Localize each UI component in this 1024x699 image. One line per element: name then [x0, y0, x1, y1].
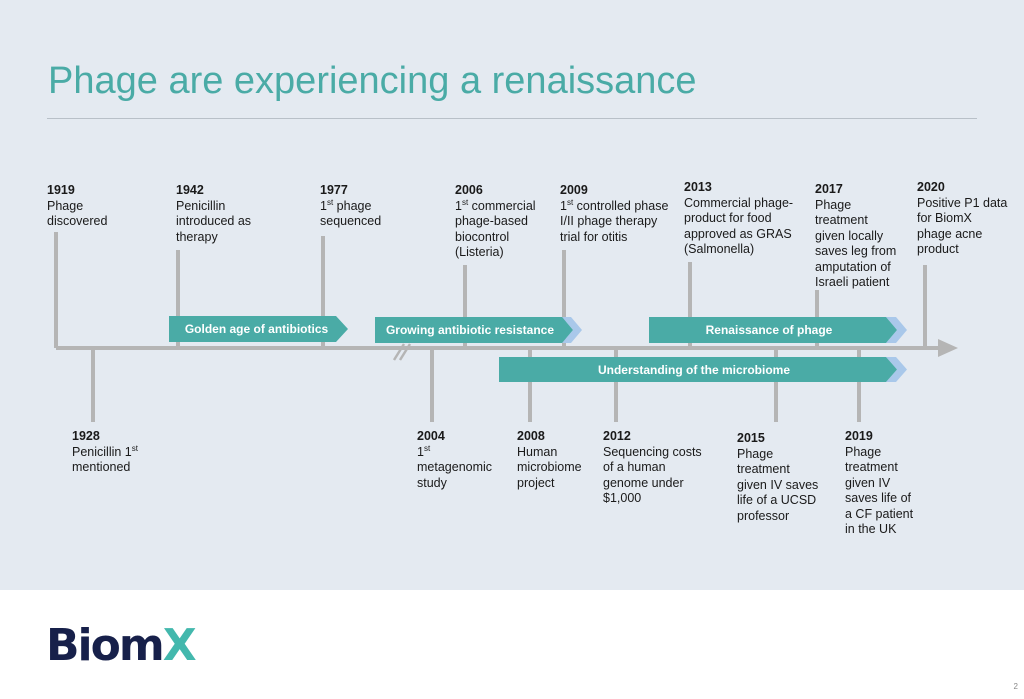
event-text-line: professor [737, 508, 790, 523]
timeline-lines [54, 232, 958, 422]
event-text-line: 1st controlled phase [560, 197, 669, 213]
event-year: 2012 [603, 429, 631, 443]
page-number: 2 [1013, 682, 1018, 691]
event-text-line: Commercial phage- [684, 195, 794, 210]
event-text-line: $1,000 [603, 491, 642, 505]
event-text-line: discovered [47, 214, 108, 228]
event-year: 2013 [684, 180, 712, 194]
event-text-line: of a human [603, 460, 666, 474]
event-year: 2009 [560, 183, 588, 197]
era-chevrons [562, 317, 907, 382]
event-text-line: saves leg from [815, 244, 897, 258]
event-year: 2008 [517, 429, 545, 443]
title-rule [47, 118, 977, 119]
event-text-line: for BiomX [917, 211, 972, 225]
event-year: 1942 [176, 183, 204, 197]
event-year: 2017 [815, 182, 843, 196]
event-text-line: treatment [815, 213, 868, 227]
event-year: 2006 [455, 183, 483, 197]
event-text-line: introduced as [176, 214, 252, 228]
event-year: 2019 [845, 429, 873, 443]
slide-area: Phage are experiencing a renaissance [0, 0, 1024, 590]
event-text-line: given locally [815, 228, 884, 243]
event-year: 1977 [320, 183, 348, 197]
era-microbiome: Understanding of the microbiome [597, 363, 790, 377]
event-year: 2015 [737, 431, 765, 445]
biomx-logo: BiomX [46, 620, 197, 671]
event-text-line: Penicillin [176, 198, 226, 213]
event-text-line: amputation of [815, 259, 891, 274]
event-text-line: therapy [176, 229, 218, 244]
event-text-line: life of a UCSD [737, 493, 817, 507]
event-text-line: genome under [603, 475, 684, 490]
slide-title: Phage are experiencing a renaissance [48, 60, 697, 102]
axis-break-icon [392, 343, 412, 361]
event-text-line: Phage [737, 446, 774, 461]
era-golden-age: Golden age of antibiotics [184, 322, 329, 336]
event-text-line: phage acne [917, 226, 983, 241]
event-text-line: 1st [417, 443, 431, 459]
event-text-line: Phage [47, 198, 84, 213]
event-text-line: (Listeria) [455, 245, 504, 259]
event-year: 1919 [47, 183, 75, 197]
event-text-line: study [417, 475, 447, 490]
event-text-line: Phage [845, 444, 882, 459]
event-text-line: in the UK [845, 522, 897, 536]
event-text-line: mentioned [72, 460, 131, 474]
event-year: 1928 [72, 429, 100, 443]
event-text-line: a CF patient [845, 506, 914, 521]
event-text-line: biocontrol [455, 229, 510, 244]
event-text-line: Israeli patient [815, 275, 890, 289]
event-year: 2020 [917, 180, 945, 194]
event-text-line: sequenced [320, 214, 382, 228]
event-year: 2004 [417, 429, 445, 443]
event-text-line: I/II phage therapy [560, 214, 658, 228]
event-text-line: Penicillin 1st [72, 443, 138, 459]
event-text-line: treatment [845, 460, 898, 474]
event-text-line: product for food [684, 211, 772, 225]
event-text-line: 1st commercial [455, 197, 536, 213]
event-text-line: trial for otitis [560, 229, 628, 244]
event-text-line: Positive P1 data [917, 195, 1008, 210]
event-text-line: saves life of [845, 491, 912, 505]
event-text-line: Phage [815, 197, 852, 212]
event-text-line: treatment [737, 462, 790, 476]
event-text-line: given IV [845, 475, 891, 490]
event-text-line: given IV saves [737, 477, 819, 492]
event-text-line: phage-based [455, 214, 528, 228]
event-text-line: project [517, 475, 555, 490]
event-text-line: approved as GRAS [684, 226, 792, 241]
event-text-line: Human [517, 444, 558, 459]
event-text-line: microbiome [517, 460, 582, 474]
event-text-line: (Salmonella) [684, 242, 755, 256]
event-text-line: 1st phage [320, 197, 372, 213]
era-arrows [169, 316, 897, 382]
event-text-line: product [917, 242, 959, 256]
event-text-line: metagenomic [417, 460, 493, 474]
era-renaissance-of-phage: Renaissance of phage [705, 323, 833, 337]
axis-arrowhead [938, 339, 958, 357]
event-text-line: Sequencing costs [603, 444, 702, 459]
era-antibiotic-resistance: Growing antibiotic resistance [385, 323, 555, 337]
